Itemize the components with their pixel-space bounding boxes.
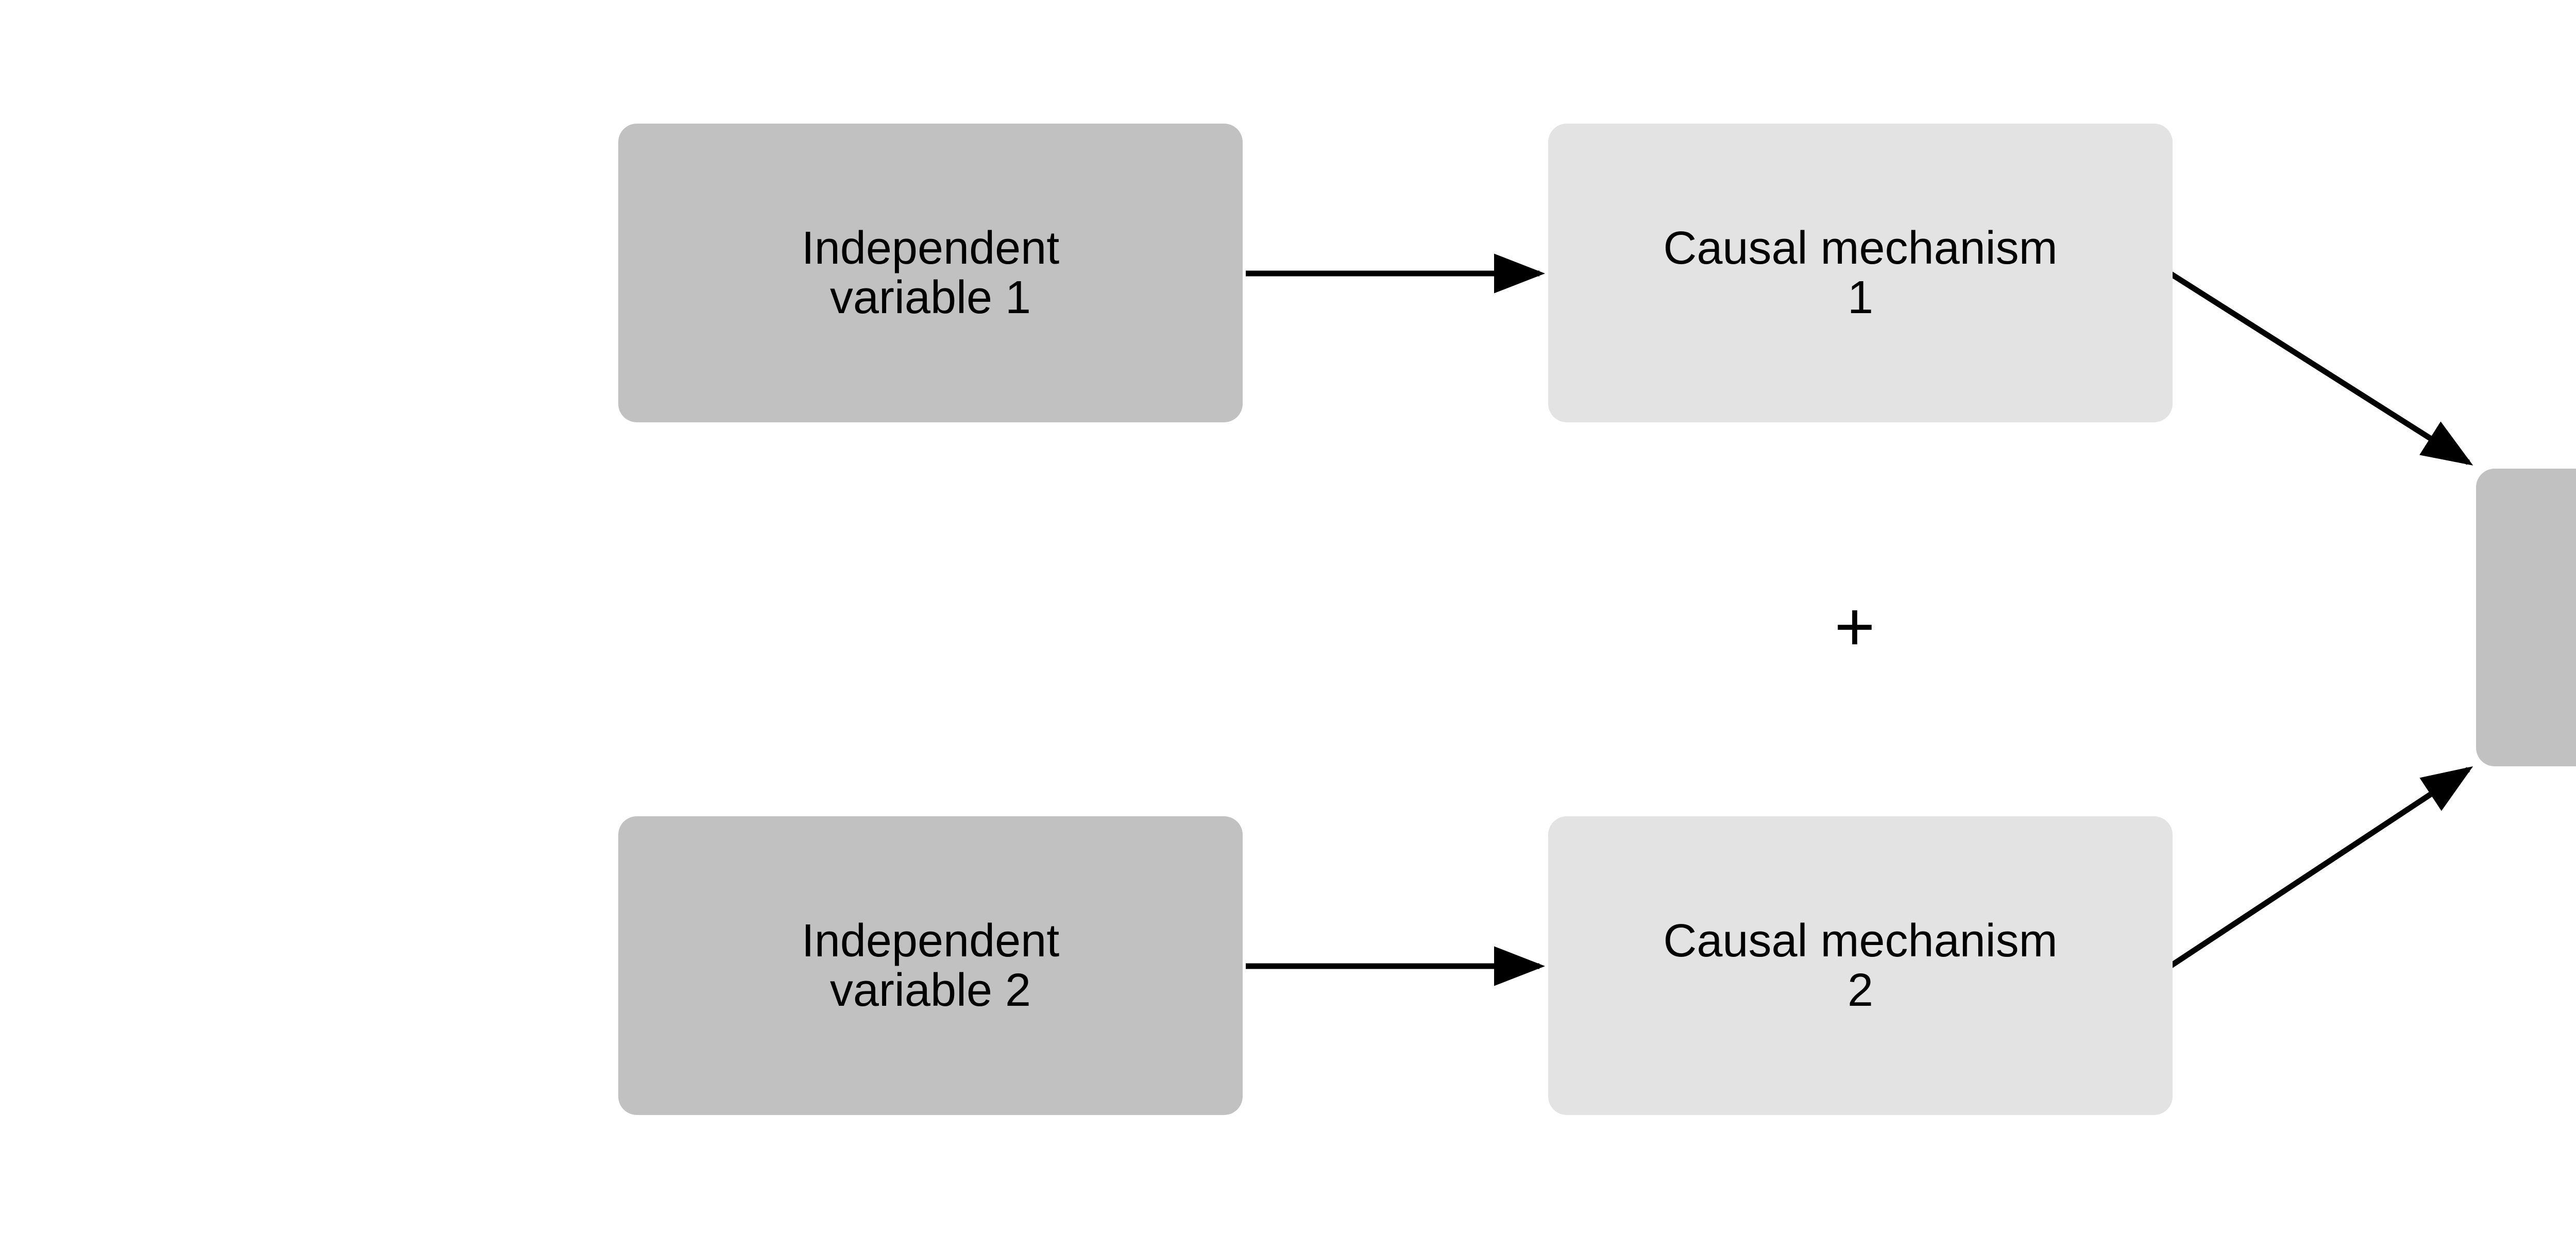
causal-mechanism-1-label-line2: 1 <box>1847 272 1874 323</box>
independent-variable-2-box: Independent variable 2 <box>618 816 1243 1115</box>
independent-variable-1-label-line1: Independent <box>801 222 1060 274</box>
causal-mechanism-1-box: Causal mechanism 1 <box>1548 124 2173 422</box>
dependent-variable-box: Dependent variable <box>2476 469 2576 766</box>
arrow-cm1-to-dv <box>2170 271 2473 466</box>
independent-variable-2-label-line1: Independent <box>801 915 1060 967</box>
causal-mechanism-2-label-line1: Causal mechanism <box>1663 915 2058 967</box>
causal-mechanism-1-label-line1: Causal mechanism <box>1663 222 2058 274</box>
plus-operator-icon: + <box>1834 587 1875 665</box>
arrow-cm2-to-dv <box>2169 766 2473 968</box>
causal-mechanism-2-box: Causal mechanism 2 <box>1548 816 2173 1115</box>
independent-variable-1-box: Independent variable 1 <box>618 124 1243 422</box>
independent-variable-1-label-line2: variable 1 <box>829 272 1031 323</box>
independent-variable-2-label-line2: variable 2 <box>829 965 1031 1016</box>
causal-mechanism-2-label-line2: 2 <box>1847 965 1874 1016</box>
